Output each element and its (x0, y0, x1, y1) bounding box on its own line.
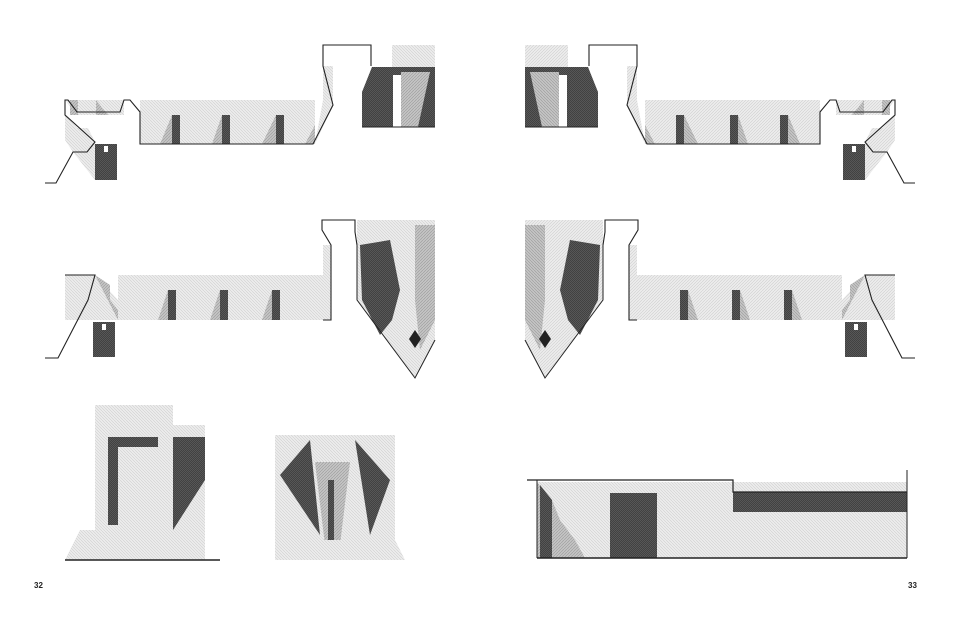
doorway-opening (104, 146, 108, 152)
tower-outline (602, 219, 639, 321)
doorway-opening (854, 324, 858, 330)
shadow-plane (96, 100, 108, 115)
tower-top-tone (392, 45, 435, 67)
stair-shadow (95, 275, 118, 320)
section-drawing-middle-right (524, 219, 915, 379)
tower-wall (629, 245, 637, 320)
doorway-opening (102, 324, 106, 330)
tower-outline (321, 219, 358, 321)
dark-doorway (95, 144, 117, 180)
dark-portal (610, 493, 657, 558)
ground-plane (65, 530, 205, 560)
left-lower-wall (65, 115, 95, 180)
section-drawing-middle-left (45, 219, 436, 379)
dark-plane (360, 240, 400, 335)
roof-line (527, 479, 907, 493)
tower-wall (627, 66, 645, 144)
shadow-plane (852, 100, 864, 115)
doorway-opening (852, 146, 856, 152)
section-outline (45, 44, 372, 184)
stair-shadow (842, 275, 865, 320)
diamond-opening (409, 330, 421, 348)
elevation-drawing-bottom-left-b (275, 435, 405, 560)
dark-frame (108, 437, 158, 525)
left-upper-gallery (836, 100, 895, 115)
dark-plane (560, 240, 600, 335)
stepped-plane (401, 72, 430, 127)
tower-wall (323, 245, 331, 320)
dark-wedge-left (280, 440, 320, 535)
page-number-left: 32 (34, 581, 43, 590)
section-outline (45, 274, 96, 359)
mid-plane (415, 225, 435, 350)
ground-plane (275, 540, 405, 560)
elevation-drawing-bottom-left-a (65, 405, 220, 561)
left-lower-wall (865, 115, 895, 180)
dark-wedge-right (355, 440, 390, 535)
gallery-bays (645, 115, 800, 144)
left-stair-wall (842, 275, 895, 320)
tower-top-tone (525, 45, 568, 67)
tower-wall (315, 66, 333, 144)
arrow-outline (356, 245, 436, 379)
tower-slot (393, 75, 401, 127)
dark-wedge (173, 437, 205, 530)
section-outline (864, 274, 915, 359)
dark-doorway (843, 144, 865, 180)
diamond-opening (539, 330, 551, 348)
dark-stair-plane (540, 485, 552, 558)
dark-doorway (845, 322, 867, 357)
page-number-right: 33 (908, 581, 917, 590)
section-drawing-top-right (525, 44, 915, 184)
left-upper-gallery (65, 100, 124, 115)
gallery-bays (680, 290, 802, 320)
tower-slot (559, 75, 567, 127)
section-drawing-top-left (45, 44, 435, 184)
section-outline (588, 44, 915, 184)
mirrored-right-page-sections (524, 44, 915, 379)
dark-doorway (93, 322, 115, 357)
left-stair-wall (65, 275, 118, 320)
arrow-outline (524, 245, 604, 379)
dark-band (733, 492, 907, 512)
long-elevation-bottom-right (527, 470, 908, 559)
mid-plane (525, 225, 545, 350)
stepped-plane (530, 72, 559, 127)
gallery-bays (158, 290, 280, 320)
gallery-bays (160, 115, 315, 144)
portal-slot (328, 480, 334, 540)
